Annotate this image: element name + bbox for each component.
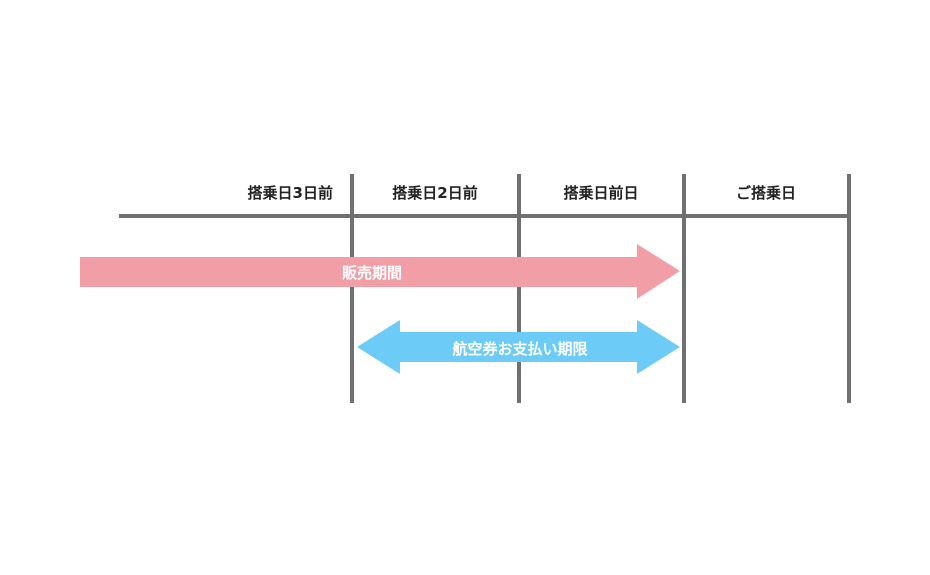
column-header-2-days-before: 搭乗日2日前 <box>392 184 478 202</box>
column-divider <box>847 174 851 403</box>
column-header-day-before: 搭乗日前日 <box>563 184 639 202</box>
column-divider <box>517 174 521 403</box>
column-divider <box>350 174 354 403</box>
payment-deadline-arrow <box>357 320 680 374</box>
column-header-boarding-day: ご搭乗日 <box>735 184 797 202</box>
column-header-3-days-before: 搭乗日3日前 <box>247 184 333 202</box>
sales-period-arrow <box>80 244 680 299</box>
column-divider <box>682 174 686 403</box>
sales-period-label: 販売期間 <box>341 264 403 282</box>
header-baseline <box>119 214 851 218</box>
payment-deadline-label: 航空券お支払い期限 <box>452 340 588 358</box>
